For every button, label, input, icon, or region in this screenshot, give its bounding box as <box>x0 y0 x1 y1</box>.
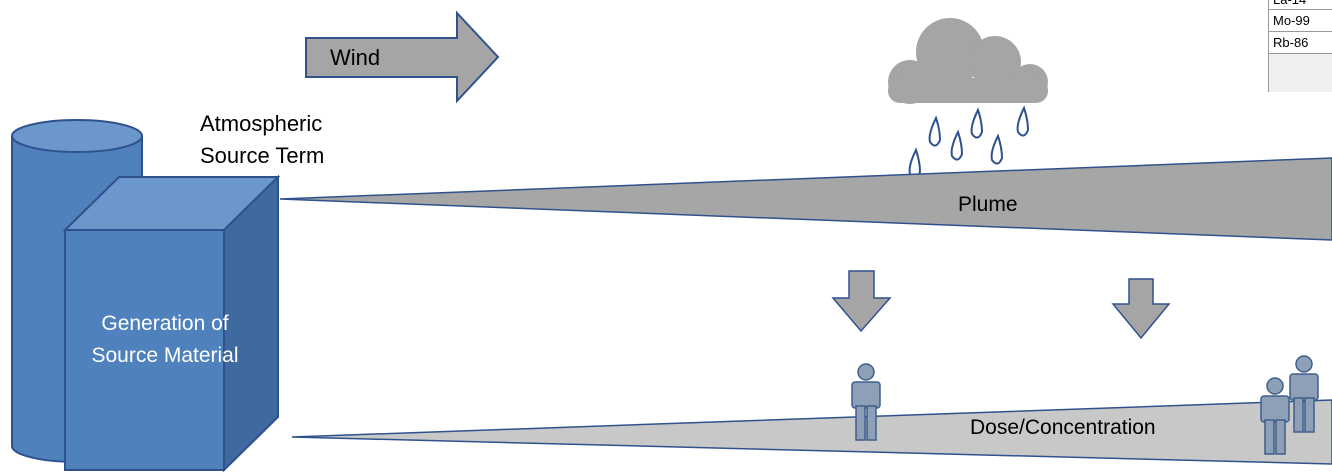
down-arrow-icon <box>1111 278 1171 340</box>
wind-arrow-icon <box>305 10 500 104</box>
person-icon <box>851 363 881 441</box>
generation-label: Generation of Source Material <box>91 312 239 367</box>
raindrop-icon <box>990 133 1004 165</box>
atmospheric-source-term-label: Atmospheric Source Term <box>200 108 324 172</box>
wind-label: Wind <box>330 45 381 70</box>
isotope-row: La-14 <box>1269 0 1332 10</box>
person-icon <box>1289 355 1319 433</box>
isotope-row <box>1269 54 1332 75</box>
raindrop-icon <box>1016 105 1030 137</box>
dose-wedge <box>291 399 1332 465</box>
source-term-line2: Source Term <box>200 143 325 168</box>
cube-icon <box>62 174 281 473</box>
cloud-icon <box>888 18 1048 104</box>
plume-label: Plume <box>958 193 1018 216</box>
raindrop-icon <box>928 115 942 147</box>
raindrop-icon <box>950 129 964 161</box>
isotope-table: La-14 Mo-99 Rb-86 <box>1268 0 1332 92</box>
cube-front <box>64 229 225 471</box>
isotope-row: Rb-86 <box>1269 32 1332 54</box>
plume-shape <box>279 157 1332 241</box>
source-term-line1: Atmospheric <box>200 111 323 136</box>
dose-concentration-label: Dose/Concentration <box>970 416 1156 439</box>
isotope-row: Mo-99 <box>1269 10 1332 32</box>
raindrop-icon <box>970 107 984 139</box>
raindrop-icons <box>908 105 1030 179</box>
down-arrow-icon <box>831 270 892 333</box>
person-icon <box>1260 377 1290 455</box>
